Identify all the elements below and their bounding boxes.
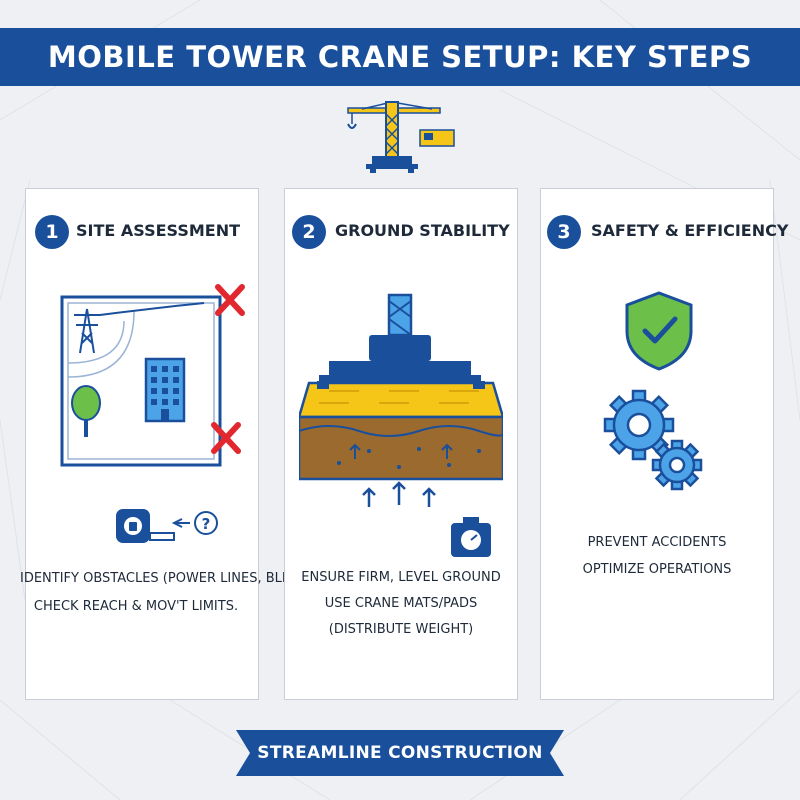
tape-measure-icon: ? (116, 509, 218, 543)
power-line-tower-icon (74, 302, 205, 354)
step-header: 2 GROUND STABILITY (285, 215, 517, 251)
step-header: 3 SAFETY & EFFICIENCY (541, 215, 788, 251)
footer-ribbon (236, 730, 564, 776)
step-line: CHECK REACH & MOV'T LIMITS. (33, 599, 239, 614)
step-line: IDENTIFY OBSTACLES (POWER LINES, BLDGS.) (20, 571, 320, 586)
step-line: USE CRANE MATS/PADS (324, 596, 478, 611)
step-title: SITE ASSESSMENT (76, 221, 241, 240)
crane-base-icon (319, 293, 481, 383)
shield-check-icon (625, 291, 693, 371)
step-card-site-assessment: 1 SITE ASSESSMENT (20, 188, 319, 700)
page-title: MOBILE TOWER CRANE SETUP: KEY STEPS (47, 40, 753, 74)
footer-label: STREAMLINE CONSTRUCTION (257, 743, 543, 763)
question-icon: ? (202, 515, 211, 533)
step-line: OPTIMIZE OPERATIONS (582, 562, 732, 577)
gears-icon (603, 389, 703, 491)
step-number-badge: 1 (35, 215, 69, 249)
step-description: IDENTIFY OBSTACLES (POWER LINES, BLDGS.)… (20, 565, 320, 621)
site-map-illustration (60, 284, 245, 467)
weight-scale-icon (451, 517, 491, 557)
ground-stability-illustration (299, 293, 503, 507)
step-number-badge: 3 (547, 215, 581, 249)
title-banner: MOBILE TOWER CRANE SETUP: KEY STEPS (0, 28, 800, 86)
crane-mat-icon (299, 381, 503, 419)
step-line: ENSURE FIRM, LEVEL GROUND (301, 570, 501, 585)
step-card-ground-stability: 2 GROUND STABILITY (284, 188, 518, 700)
up-arrow-icon (349, 443, 453, 459)
step-description: PREVENT ACCIDENTS OPTIMIZE OPERATIONS (541, 529, 773, 583)
building-icon (144, 357, 186, 423)
step-title: GROUND STABILITY (335, 221, 510, 240)
step-description: ENSURE FIRM, LEVEL GROUND USE CRANE MATS… (285, 565, 517, 643)
red-x-icon (211, 284, 245, 454)
step-line: (DISTRIBUTE WEIGHT) (328, 622, 474, 637)
step-number-badge: 2 (292, 215, 326, 249)
tower-crane-icon (347, 101, 455, 173)
soil-layer-icon (299, 415, 503, 481)
step-title: SAFETY & EFFICIENCY (591, 221, 789, 240)
step-header: 1 SITE ASSESSMENT (26, 215, 258, 251)
tree-icon (71, 385, 101, 437)
up-arrow-icon (362, 481, 436, 507)
step-card-safety-efficiency: 3 SAFETY & EFFICIENCY (540, 188, 788, 700)
step-line: PREVENT ACCIDENTS (587, 535, 727, 550)
